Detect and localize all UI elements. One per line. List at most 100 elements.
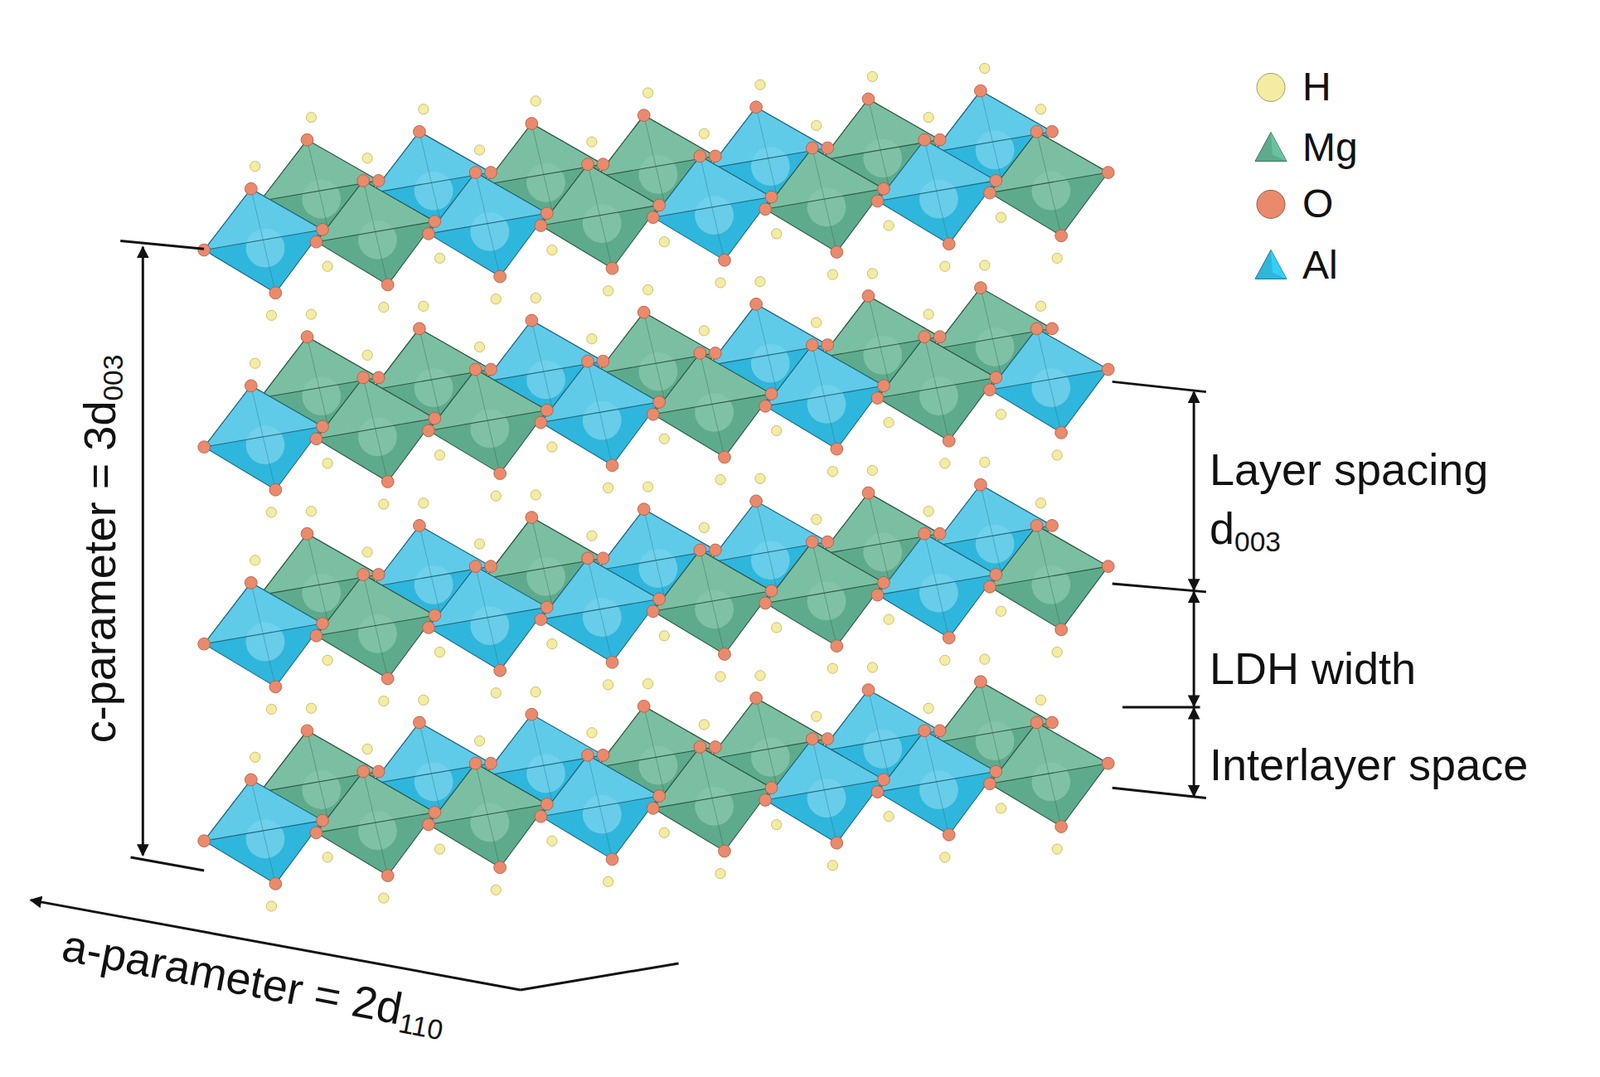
oxygen-atom [1030,322,1043,335]
octahedron-face [428,566,548,671]
oxygen-atom [310,432,323,446]
hydrogen-atom [923,111,934,122]
oxygen-atom [413,125,427,138]
oxygen-atom [525,117,539,131]
legend-row: Al [1252,242,1339,288]
octahedron-edge [699,746,725,852]
hydrogen-atom [867,268,878,279]
oxygen-atom [269,877,282,891]
hydrogen-atom [586,727,597,738]
octahedron-face [316,180,436,286]
tick-line [120,240,204,249]
legend-text: Al [1302,242,1339,288]
oxygen-atom [750,101,763,114]
hydrogen-atom [811,513,822,524]
oxygen-atom [534,809,548,823]
octahedron-face [653,155,772,261]
hydrogen-atom [771,622,782,633]
hydrogen-atom [659,237,670,248]
oxygen-atom [269,680,282,694]
oxygen-atom [862,290,875,303]
octahedron [428,369,548,475]
oxygen-atom [942,237,956,251]
octahedron [877,140,997,245]
hydrogen-atom [923,506,934,517]
octahedron-edge [251,385,277,490]
oxygen-atom [693,150,707,163]
hydroxide-layer [198,654,1115,912]
hydrogen-atom [602,679,613,690]
octahedron-edge [699,353,725,458]
oxygen-atom [693,543,707,557]
hydrogen-atom [883,614,894,625]
hydrogen-atom [378,695,389,706]
oxygen-atom [765,584,778,597]
oxygen-atom [933,330,946,344]
dimension-lines [30,240,1207,990]
oxygen-atom [372,174,385,187]
oxygen-atom [525,314,539,327]
oxygen-atom [708,346,722,359]
oxygen-atom [984,383,997,397]
octahedron-edge [251,582,277,688]
oxygen-atom [830,442,844,456]
octahedron-face [316,377,436,482]
octahedron-face [989,525,1109,631]
oxygen-atom [871,588,884,602]
oxygen-atom [1055,623,1068,636]
octahedron [877,533,997,639]
hydroxide-layer [198,260,1115,518]
hydrogen-atom [547,835,558,846]
oxygen-atom [596,354,610,368]
hydrogen-atom [1035,104,1046,115]
octahedron [203,189,323,294]
oxygen-atom [750,494,763,508]
hydrogen-atom [305,703,316,713]
oxygen-atom [484,166,498,180]
tick-line [130,857,205,871]
oxygen-atom [1101,560,1115,573]
hydroxide-layer [198,63,1115,320]
hydrogen-atom [474,538,485,549]
oxygen-atom [646,605,660,618]
octahedron-edge [812,147,838,253]
hydrogen-atom [883,416,894,427]
octahedron-face [203,189,323,294]
oxygen-atom [198,441,211,454]
oxygen-atom [413,322,427,335]
octahedron-face [428,172,548,277]
octahedra-row [253,63,1058,272]
octahedron-face [765,738,884,844]
octahedron [316,180,436,286]
oxygen-atom [310,629,323,642]
oxygen-atom [357,371,370,384]
octahedron [203,779,323,884]
hydrogen-atom [698,522,709,533]
hydrogen-atom [322,261,333,272]
octahedron-edge [1037,525,1062,631]
oxygen-atom [989,765,1003,778]
hydrogen-atom [698,719,709,730]
hydrogen-atom [659,630,670,641]
dimension-label: LDH width [1209,642,1416,694]
hydrogen-atom [642,87,653,98]
oxygen-atom [494,270,507,283]
hydrogen-atom [771,819,782,830]
subscript-index: 003 [97,354,129,402]
hydrogen-atom [715,671,726,682]
c-parameter-label: c-parameter = 3d003 [73,354,131,744]
oxygen-atom [596,552,610,565]
hydrogen-atom [659,827,670,838]
oxygen-atom [974,281,987,295]
oxygen-atom [1046,716,1059,729]
hydrogen-atom [827,860,838,871]
octahedron [653,549,772,655]
octahedron [316,377,436,482]
oxygen-atom [422,227,436,240]
hydrogen-atom [322,852,333,863]
hydrogen-atom [586,136,597,147]
dimension-text: Layer spacing [1209,444,1489,495]
oxygen-atom [718,844,732,858]
octahedron-edge [475,763,501,868]
oxygen-atom [693,741,707,754]
